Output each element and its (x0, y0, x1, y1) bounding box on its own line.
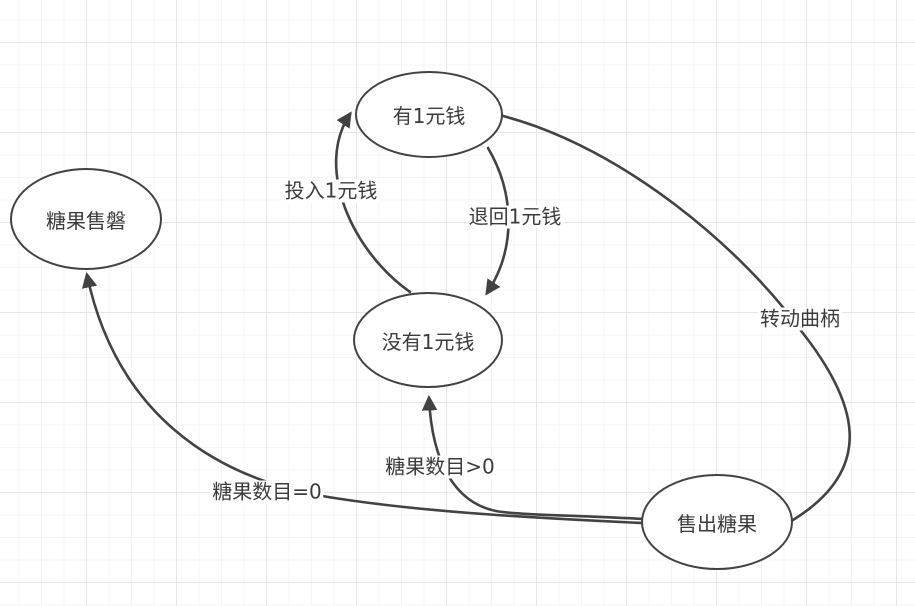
edge-candy-count-zero[interactable] (81, 271, 643, 525)
state-node-candy-sold-out[interactable]: 糖果售磐 (10, 168, 162, 270)
state-node-candy-dispensed[interactable]: 售出糖果 (641, 474, 793, 570)
state-node-no-1-yuan[interactable]: 没有1元钱 (353, 292, 503, 388)
state-label-has-1-yuan: 有1元钱 (392, 104, 466, 128)
edge-label-return-coin[interactable]: 退回1元钱 (466, 204, 564, 229)
state-label-no-1-yuan: 没有1元钱 (381, 329, 475, 354)
state-label-candy-dispensed: 售出糖果 (677, 511, 757, 536)
edge-candy-count-positive[interactable] (421, 394, 646, 521)
edge-label-candy-count-zero[interactable]: 糖果数目=0 (210, 479, 324, 504)
edge-label-turn-crank[interactable]: 转动曲柄 (758, 306, 842, 331)
edge-insert-coin[interactable] (334, 111, 412, 294)
edge-label-candy-count-positive[interactable]: 糖果数目>0 (383, 454, 497, 479)
state-node-has-1-yuan[interactable]: 有1元钱 (355, 71, 503, 158)
edge-label-insert-coin[interactable]: 投入1元钱 (282, 178, 380, 203)
state-label-candy-sold-out: 糖果售磐 (46, 208, 126, 233)
